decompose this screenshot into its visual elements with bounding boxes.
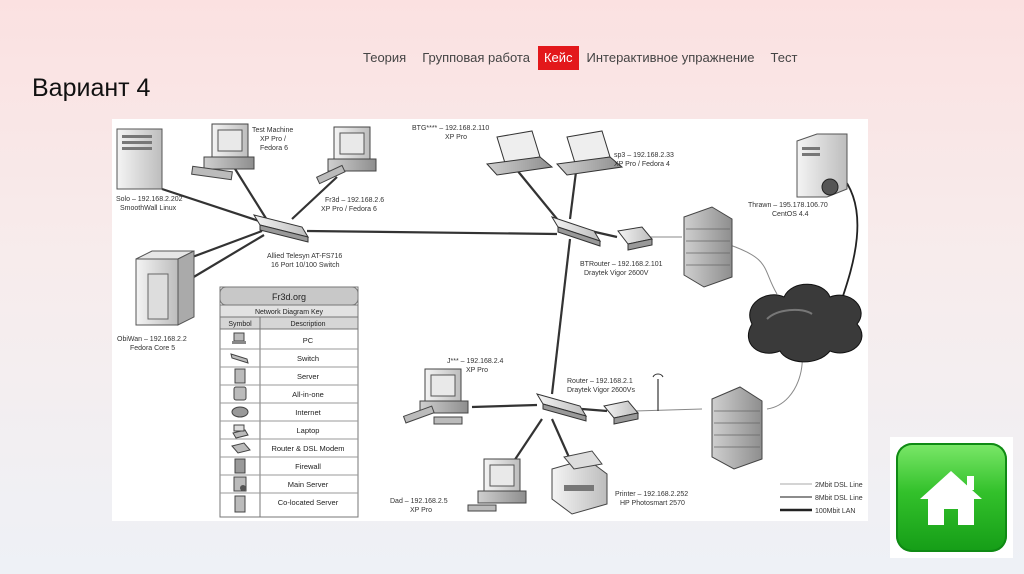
link-solo-switch	[161, 187, 263, 224]
label-test-machine-2: XP Pro /	[260, 136, 286, 143]
key-row-switch: Switch	[297, 354, 319, 363]
label-solo-1: Solo – 192.168.2.202	[116, 196, 183, 203]
switch-icon	[230, 353, 249, 364]
home-button[interactable]	[896, 443, 1007, 552]
label-j-1: J*** – 192.168.2.4	[447, 358, 504, 365]
firewall-bottom	[711, 386, 763, 470]
label-sp3-1: sp3 – 192.168.2.33	[614, 152, 674, 159]
key-col-symbol: Symbol	[228, 321, 252, 328]
label-thrawn-1: Thrawn – 195.178.106.70	[748, 202, 828, 209]
server-solo	[116, 128, 163, 190]
label-test-machine-3: Fedora 6	[260, 145, 288, 152]
label-router-2: Draytek Vigor 2600Vs	[567, 387, 635, 394]
key-title: Network Diagram Key	[255, 309, 324, 316]
link-switch-btswitch	[306, 229, 558, 236]
label-dad-2: XP Pro	[410, 507, 432, 514]
line-legend: 2Mbit DSL Line 8Mbit DSL Line 100Mbit LA…	[780, 482, 863, 515]
link-testmachine-switch	[231, 163, 268, 221]
diagram-key: Fr3d.org Network Diagram Key Symbol Desc…	[219, 286, 359, 518]
label-fr3d-1: Fr3d – 192.168.2.6	[325, 197, 384, 204]
link-j-lanswitch	[471, 403, 538, 409]
key-row-router: Router & DSL Modem	[271, 444, 344, 453]
link-btswitch-lanswitch	[550, 238, 572, 395]
link-router-firewall2	[633, 408, 703, 412]
laptop-icon	[232, 424, 249, 439]
key-row-laptop: Laptop	[297, 426, 320, 435]
key-row-all-in-one: All-in-one	[292, 390, 324, 399]
router-bt	[617, 226, 653, 251]
label-btrouter-2: Draytek Vigor 2600V	[584, 270, 649, 277]
switch-main	[252, 214, 310, 243]
label-btg-2: XP Pro	[445, 134, 467, 141]
nav-item-interactive-exercise[interactable]: Интерактивное упражнение	[586, 50, 755, 65]
nav-item-case[interactable]: Кейс	[537, 46, 579, 70]
pc-dad	[467, 458, 527, 512]
label-dad-1: Dad – 192.168.2.5	[390, 498, 448, 505]
printer	[551, 450, 608, 515]
server-icon	[234, 368, 246, 384]
label-sp3-2: XP Pro / Fedora 4	[614, 161, 670, 168]
switch-lan	[535, 393, 588, 422]
key-row-internet: Internet	[295, 408, 321, 417]
nav-item-group-work[interactable]: Групповая работа	[422, 50, 530, 65]
top-nav: Теория Групповая работа Кейс Интерактивн…	[355, 46, 805, 70]
firewall-top	[683, 206, 733, 288]
laptop-btg	[485, 130, 554, 176]
firewall-icon	[234, 458, 246, 474]
label-switch-main-2: 16 Port 10/100 Switch	[271, 262, 340, 269]
network-diagram: Solo – 192.168.2.202 SmoothWall Linux Te…	[112, 119, 868, 521]
internet-icon	[231, 406, 249, 418]
label-printer-2: HP Photosmart 2570	[620, 500, 685, 507]
key-row-main-server: Main Server	[288, 480, 329, 489]
key-row-pc: PC	[303, 336, 314, 345]
pc-test-machine	[191, 123, 255, 181]
key-col-description: Description	[290, 321, 325, 328]
key-rows	[220, 348, 358, 494]
pc-icon	[232, 332, 246, 344]
legend-100mbit: 100Mbit LAN	[815, 508, 855, 515]
router-lan	[603, 373, 664, 425]
label-printer-1: Printer – 192.168.2.252	[615, 491, 688, 498]
label-thrawn-2: CentOS 4.4	[772, 211, 809, 218]
label-btg-1: BTG**** – 192.168.2.110	[412, 125, 489, 132]
label-btrouter-1: BTRouter – 192.168.2.101	[580, 261, 663, 268]
co-located-server-icon	[234, 495, 246, 513]
label-obiwan-1: ObiWan – 192.168.2.2	[117, 336, 187, 343]
label-test-machine-1: Test Machine	[252, 127, 293, 134]
key-row-firewall: Firewall	[295, 462, 321, 471]
home-icon	[920, 471, 982, 525]
label-solo-2: SmoothWall Linux	[120, 205, 177, 212]
router-icon	[231, 442, 251, 454]
legend-2mbit: 2Mbit DSL Line	[815, 482, 863, 489]
pc-j	[402, 368, 469, 425]
label-fr3d-2: XP Pro / Fedora 6	[321, 206, 377, 213]
link-obiwan-switch-b	[186, 234, 265, 282]
pc-fr3d	[315, 126, 377, 185]
switch-bt	[550, 216, 602, 247]
nav-item-theory[interactable]: Теория	[363, 50, 407, 65]
link-firewall-internet	[726, 243, 778, 295]
server-thrawn	[796, 133, 848, 198]
main-server-icon	[233, 476, 247, 492]
internet-cloud	[747, 283, 863, 363]
link-lanswitch-router	[581, 407, 608, 413]
label-switch-main-1: Allied Telesyn AT-FS716	[267, 253, 342, 260]
link-obiwan-switch-a	[186, 229, 263, 261]
all-in-one-icon	[233, 386, 247, 401]
link-fr3d-switch	[291, 176, 338, 220]
label-obiwan-2: Fedora Core 5	[130, 345, 175, 352]
laptop-sp3	[555, 130, 624, 176]
link-btg-switch	[511, 163, 558, 220]
link-thrawn-internet	[839, 173, 859, 300]
label-router-1: Router – 192.168.2.1	[567, 378, 633, 385]
key-row-server: Server	[297, 372, 320, 381]
page-title: Вариант 4	[32, 74, 151, 102]
nav-item-test[interactable]: Тест	[770, 50, 798, 65]
label-j-2: XP Pro	[466, 367, 488, 374]
legend-8mbit: 8Mbit DSL Line	[815, 495, 863, 502]
key-site: Fr3d.org	[272, 292, 306, 302]
home-button-frame	[890, 437, 1013, 558]
key-row-co-located-server: Co-located Server	[278, 498, 339, 507]
server-obiwan	[135, 250, 195, 326]
